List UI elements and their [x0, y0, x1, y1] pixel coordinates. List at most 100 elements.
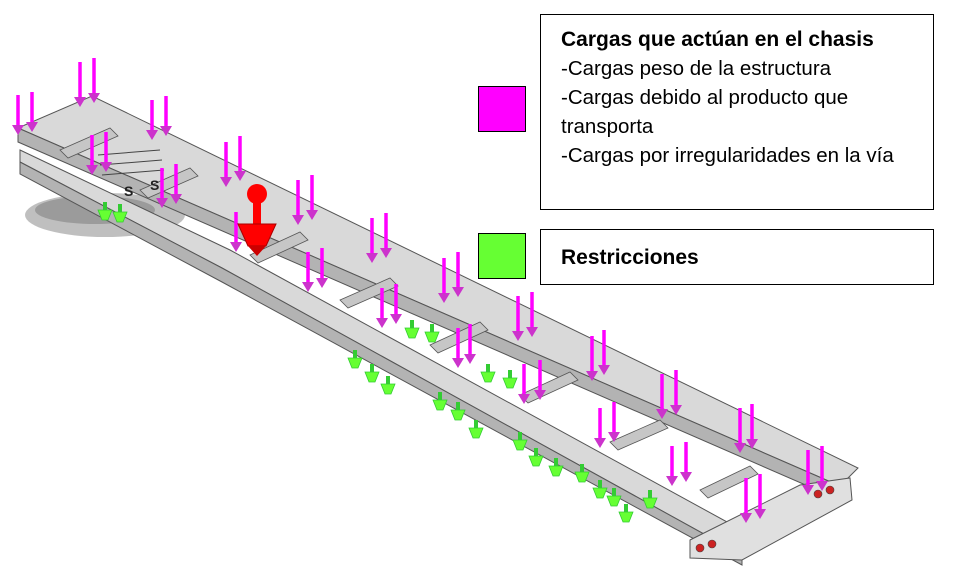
fixture-icon — [424, 331, 440, 343]
load-arrow-head — [526, 327, 538, 337]
cross-member — [519, 371, 579, 404]
fixture-stem — [353, 350, 357, 358]
fixture-icon — [574, 471, 590, 483]
fixture-icon — [404, 327, 420, 339]
fixture-stem — [118, 204, 122, 212]
fixture-stem — [103, 202, 107, 210]
axis-label-2: S — [150, 177, 159, 193]
load-arrow-head — [740, 513, 752, 523]
load-arrow-head — [802, 485, 814, 495]
load-arrow-head — [594, 438, 606, 448]
load-arrow-head — [316, 278, 328, 288]
load-arrow-head — [306, 210, 318, 220]
load-arrow-head — [670, 405, 682, 415]
cross-member — [139, 167, 199, 199]
load-arrow-head — [734, 443, 746, 453]
load-arrow-head — [170, 194, 182, 204]
marker-sphere — [247, 184, 267, 204]
fixture-stem — [370, 364, 374, 372]
load-arrow-head — [146, 130, 158, 140]
load-arrow-head — [746, 439, 758, 449]
fixture-icon — [592, 487, 608, 499]
fixture-icon — [606, 495, 622, 507]
loads-legend-item-2: -Cargas debido al producto que transport… — [561, 86, 849, 138]
fixture-stem — [456, 402, 460, 410]
fixture-icon — [468, 427, 484, 439]
load-arrow-head — [390, 314, 402, 324]
marker-tip — [248, 246, 266, 256]
fixture-icon — [528, 455, 544, 467]
load-arrow-head — [452, 358, 464, 368]
rear-bumper — [689, 477, 853, 561]
load-arrow-head — [608, 432, 620, 442]
model-labels: S S — [124, 177, 159, 199]
cross-member — [249, 231, 309, 264]
chassis-frame — [16, 95, 859, 566]
fixture-stem — [624, 504, 628, 512]
fixture-stem — [508, 370, 512, 378]
fixture-icon — [432, 399, 448, 411]
load-arrow-head — [816, 481, 828, 491]
loads-legend-title: Cargas que actúan en el chasis — [561, 28, 874, 51]
fixture-icon — [380, 383, 396, 395]
fixture-icon — [618, 511, 634, 523]
tail-light — [813, 489, 823, 499]
fixture-stem — [386, 376, 390, 384]
axis-label-1: S — [124, 183, 133, 199]
load-arrow-head — [656, 409, 668, 419]
load-arrow-head — [366, 253, 378, 263]
load-arrow-head — [230, 242, 242, 252]
fixture-stem — [648, 490, 652, 498]
cross-member — [339, 277, 399, 309]
marker-stem — [253, 200, 261, 224]
fixture-stem — [438, 392, 442, 400]
tail-light — [695, 543, 705, 553]
restrictions-legend-title: Restricciones — [561, 246, 699, 269]
load-arrow-head — [380, 248, 392, 258]
load-arrow-head — [302, 282, 314, 292]
loads-legend-box: Cargas que actúan en el chasis -Cargas p… — [540, 14, 934, 210]
fixture-stem — [580, 464, 584, 472]
fixture-icon — [548, 465, 564, 477]
fixture-stem — [598, 480, 602, 488]
fixture-stem — [474, 420, 478, 428]
load-arrow-head — [220, 177, 232, 187]
fixture-stem — [410, 320, 414, 328]
load-arrow-head — [680, 472, 692, 482]
load-arrow-head — [86, 165, 98, 175]
load-arrow-head — [666, 476, 678, 486]
restriction-fixtures — [97, 202, 658, 523]
restrictions-legend-box: Restricciones — [540, 229, 934, 285]
reference-point-icon — [237, 184, 277, 256]
fixture-icon — [642, 497, 658, 509]
loads-legend-item-3: -Cargas por irregularidades en la vía — [561, 144, 894, 167]
load-arrow-head — [100, 162, 112, 172]
fixture-stem — [518, 432, 522, 440]
fixture-stem — [534, 448, 538, 456]
loads-color-swatch — [478, 86, 526, 132]
cross-member — [699, 465, 759, 499]
fixture-icon — [502, 377, 518, 389]
fixture-stem — [486, 364, 490, 372]
fixture-icon — [347, 357, 363, 369]
load-arrow-head — [464, 354, 476, 364]
load-arrow-head — [598, 365, 610, 375]
load-arrow-head — [292, 215, 304, 225]
load-arrow-head — [534, 390, 546, 400]
load-arrow-head — [518, 394, 530, 404]
load-arrow-head — [452, 287, 464, 297]
load-arrow-head — [12, 125, 24, 135]
load-arrow-head — [156, 198, 168, 208]
restrictions-color-swatch — [478, 233, 526, 279]
load-arrow-head — [26, 122, 38, 132]
load-arrow-head — [74, 97, 86, 107]
tail-light — [707, 539, 717, 549]
load-arrow-head — [754, 509, 766, 519]
load-arrow-head — [376, 318, 388, 328]
fixture-stem — [554, 458, 558, 466]
fixture-icon — [97, 209, 113, 221]
load-arrow-head — [88, 93, 100, 103]
load-arrow-head — [438, 293, 450, 303]
load-arrow-head — [586, 371, 598, 381]
